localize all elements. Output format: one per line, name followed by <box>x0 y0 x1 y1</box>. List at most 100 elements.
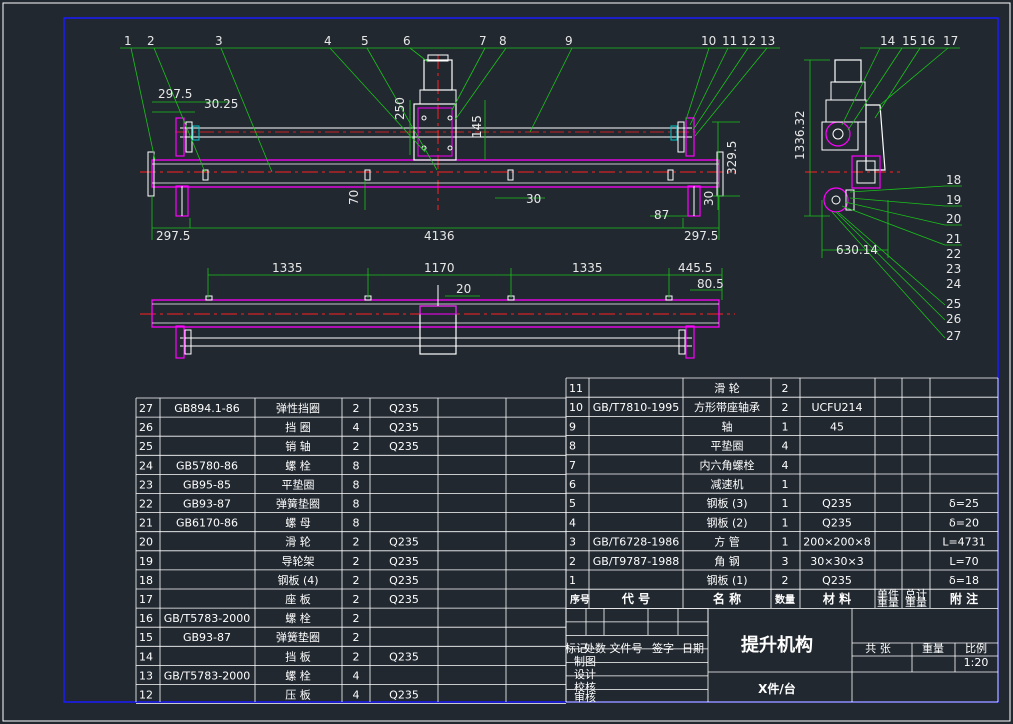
dim-20: 20 <box>456 282 471 296</box>
side-view: 14 15 16 17 18 19 20 21 22 23 24 25 26 2… <box>793 34 962 343</box>
left-row-qty: 8 <box>353 478 360 491</box>
left-row-qty: 4 <box>353 421 360 434</box>
balloon-17: 17 <box>943 34 958 48</box>
draw-label: 制图 <box>574 655 596 668</box>
left-row-name: 螺 母 <box>285 517 311 530</box>
right-row-qty: 1 <box>782 536 789 549</box>
left-row-qty: 2 <box>353 536 360 549</box>
right-row-qty: 4 <box>782 459 789 472</box>
left-row-no: 22 <box>139 498 153 511</box>
left-row-name: 平垫圈 <box>282 477 315 491</box>
balloon-4: 4 <box>324 34 332 48</box>
left-row-name: 压 板 <box>285 688 311 702</box>
count-label: 处数 <box>584 642 606 655</box>
hdr-total: 总计 <box>905 587 927 601</box>
balloon-9: 9 <box>565 34 573 48</box>
right-row-mat: 200×200×8 <box>803 536 870 549</box>
left-row-code: GB95-85 <box>183 478 231 491</box>
left-row-no: 12 <box>139 689 153 702</box>
left-row-qty: 2 <box>353 402 360 415</box>
right-row-qty: 2 <box>782 401 789 414</box>
left-row-name: 导轮架 <box>282 554 315 568</box>
left-row-no: 21 <box>139 517 153 530</box>
left-row-mat: Q235 <box>389 593 419 606</box>
right-row-qty: 1 <box>782 420 789 433</box>
dim-1336-32: 1336.32 <box>793 110 807 160</box>
right-row-no: 2 <box>569 555 576 568</box>
left-row-qty: 8 <box>353 517 360 530</box>
right-row-no: 6 <box>569 478 576 491</box>
sheet-total: 共 张 <box>865 642 891 655</box>
left-row-code: GB6170-86 <box>176 517 238 530</box>
right-row-no: 11 <box>569 382 583 395</box>
right-row-qty: 2 <box>782 382 789 395</box>
weight-label: 重量 <box>922 641 944 655</box>
right-row-qty: 1 <box>782 497 789 510</box>
right-row-name: 角 钢 <box>714 555 740 568</box>
right-row-note: δ=18 <box>949 574 979 587</box>
left-row-name: 滑 轮 <box>285 535 311 549</box>
balloon-18: 18 <box>946 173 961 187</box>
dim-30b: 30 <box>702 191 716 206</box>
right-row-code: GB/T6728-1986 <box>593 536 679 549</box>
left-row-qty: 2 <box>353 555 360 568</box>
left-row-name: 螺 栓 <box>285 458 311 472</box>
balloon-24: 24 <box>946 277 961 291</box>
left-row-no: 17 <box>139 593 153 606</box>
balloon-13: 13 <box>760 34 775 48</box>
dim-87: 87 <box>654 208 669 222</box>
front-view: 1 2 3 4 5 6 7 8 9 10 11 12 13 297.5 30.2… <box>120 34 780 243</box>
right-row-no: 9 <box>569 420 576 433</box>
left-row-mat: Q235 <box>389 440 419 453</box>
right-row-no: 10 <box>569 401 583 414</box>
left-row-no: 18 <box>139 574 153 587</box>
left-row-mat: Q235 <box>389 421 419 434</box>
right-row-mat: Q235 <box>822 574 852 587</box>
left-row-no: 15 <box>139 631 153 644</box>
dim-80-5: 80.5 <box>697 277 724 291</box>
dim-297-5: 297.5 <box>158 87 192 101</box>
file-label: 文件号 <box>610 641 643 655</box>
left-row-name: 钢板 (4) <box>277 573 318 587</box>
balloon-27: 27 <box>946 329 961 343</box>
right-row-qty: 4 <box>782 440 789 453</box>
dim-70: 70 <box>347 190 361 205</box>
hdr-weight-single: 重量 <box>877 595 899 609</box>
left-row-name: 弹性挡圈 <box>276 401 320 415</box>
left-row-no: 13 <box>139 669 153 682</box>
left-row-qty: 2 <box>353 612 360 625</box>
right-row-mat: 45 <box>830 420 844 433</box>
dim-4136: 4136 <box>424 229 455 243</box>
left-row-no: 14 <box>139 650 153 663</box>
dim-1335-right: 1335 <box>572 261 603 275</box>
balloon-21: 21 <box>946 232 961 246</box>
left-row-qty: 2 <box>353 650 360 663</box>
left-row-mat: Q235 <box>389 536 419 549</box>
dim-30-25: 30.25 <box>204 97 238 111</box>
left-row-name: 螺 栓 <box>285 611 311 625</box>
right-row-mat: Q235 <box>822 516 852 529</box>
left-row-mat: Q235 <box>389 574 419 587</box>
hdr-note: 附 注 <box>950 591 978 606</box>
right-row-name: 钢板 (2) <box>706 515 747 529</box>
right-row-no: 1 <box>569 574 576 587</box>
design-label: 设计 <box>574 668 596 681</box>
right-row-note: δ=20 <box>949 516 979 529</box>
balloon-20: 20 <box>946 212 961 226</box>
right-row-name: 平垫圈 <box>711 439 744 453</box>
right-row-note: δ=25 <box>949 497 979 510</box>
dim-30a: 30 <box>526 192 541 206</box>
dim-445-5: 445.5 <box>678 261 712 275</box>
right-row-no: 5 <box>569 497 576 510</box>
top-tube <box>151 299 720 328</box>
left-row-mat: Q235 <box>389 555 419 568</box>
left-row-no: 24 <box>139 459 153 472</box>
right-row-name: 钢板 (1) <box>706 573 747 587</box>
left-row-mat: Q235 <box>389 650 419 663</box>
left-row-qty: 8 <box>353 498 360 511</box>
right-row-code: GB/T9787-1988 <box>593 555 679 568</box>
right-row-no: 4 <box>569 516 576 529</box>
per-unit: X件/台 <box>758 681 796 696</box>
